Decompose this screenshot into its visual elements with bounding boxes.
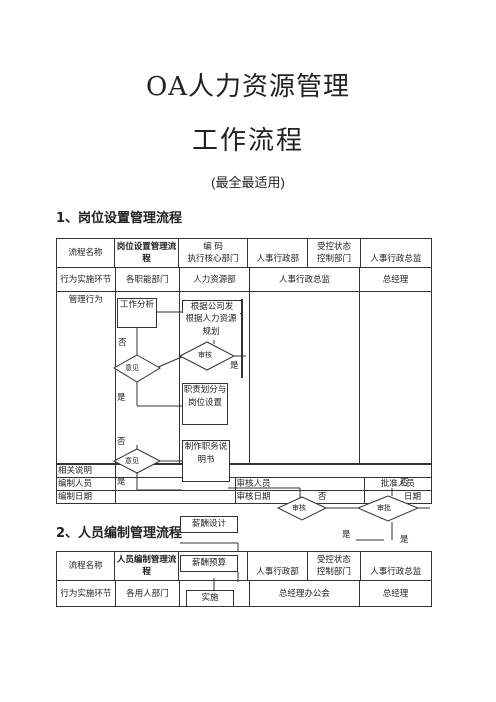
no2-label: 否 <box>117 437 126 447</box>
yes3-label: 是 <box>117 477 126 487</box>
code-label: 编 码 <box>203 242 223 252</box>
s2-lane-1: 总经理办公会 <box>248 580 360 607</box>
s2-flow-name-label: 流程名称 <box>55 551 116 581</box>
control-status-label: 受控状态 <box>316 242 351 252</box>
behavior-label: 管理行为 <box>56 291 116 464</box>
review-diamond <box>178 341 236 371</box>
doc-title-line1: OA人力资源管理 <box>145 72 351 102</box>
make-job-desc-box: 制作职务说明书 <box>182 440 230 482</box>
s2-control-cell: 受控状态 控制部门 <box>307 551 361 581</box>
s2-hr-admin-cell: 人事行政部 <box>246 551 309 581</box>
lane-3: 总经理 <box>359 267 432 292</box>
s2-lane-2: 总经理 <box>358 580 433 607</box>
s2-hr-director: 人事行政总监 <box>370 567 422 577</box>
review-label: 审核 <box>198 351 212 359</box>
hr-director: 人事行政总监 <box>370 254 422 264</box>
section1-heading: 1、岗位设置管理流程 <box>56 211 183 226</box>
s2-hr-director-cell: 人事行政总监 <box>359 551 433 581</box>
section2-heading: 2、人员编制管理流程 <box>56 526 183 541</box>
control-dept: 控制部门 <box>316 254 351 264</box>
exec-core-dept: 执行核心部门 <box>187 254 239 264</box>
salary-budget-box: 薪酬预算 <box>180 555 238 572</box>
yes4-label: 是 <box>342 530 351 540</box>
s2-lane-0: 各用人部门 <box>114 580 181 607</box>
yes5-label: 是 <box>400 535 409 545</box>
s2-hr-admin-dept: 人事行政部 <box>256 567 299 577</box>
no4-label: 否 <box>400 478 409 488</box>
audit-diamond <box>276 496 328 521</box>
s2-control-status: 受控状态 <box>316 555 351 565</box>
approve-label: 审批 <box>377 504 391 512</box>
date-label: 编制日期 <box>55 490 117 504</box>
per-company-box: 根据公司发 <box>182 300 241 314</box>
section2-lanes-table: 行为实施环节 各用人部门 总经理办公会 总经理 <box>56 580 433 607</box>
approve-diamond <box>356 495 420 522</box>
audit-label: 审核 <box>292 504 306 512</box>
doc-title-line2: 工作流程 <box>191 126 304 156</box>
hr-director-cell: 人事行政总监 <box>359 238 433 268</box>
implement-box: 实施 <box>186 590 234 607</box>
work-analysis-box: 工作分析 <box>117 298 157 328</box>
section1-lanes-table: 行为实施环节 各职能部门 人力资源部 人事行政总监 总经理 管理行为 <box>56 267 432 464</box>
opinion2-label: 意见 <box>125 457 139 465</box>
per-hr-plan-text: 根据人力资源规划 <box>182 313 240 339</box>
section2-header-table: 流程名称 人员编制管理流程 人事行政部 受控状态 控制部门 人事行政总监 <box>55 551 433 581</box>
lane-0: 各职能部门 <box>114 267 180 292</box>
opinion2-diamond <box>112 448 162 474</box>
duty-division-box: 职责划分与岗位设置 <box>182 383 228 425</box>
s2-lanes-label: 行为实施环节 <box>56 580 116 607</box>
no3-label: 否 <box>318 492 327 502</box>
no1-label: 否 <box>118 338 127 348</box>
lane-1: 人力资源部 <box>178 267 251 292</box>
doc-subtitle: (最全最适用) <box>211 175 285 190</box>
section1-header-table: 流程名称 岗位设置管理流程 编 码 执行核心部门 人事行政部 受控状态 控制部门… <box>55 238 433 268</box>
salary-design-box: 薪酬设计 <box>180 516 238 533</box>
s2-control-dept: 控制部门 <box>316 567 351 577</box>
code-label-cell: 编 码 执行核心部门 <box>177 238 249 268</box>
control-cell: 受控状态 控制部门 <box>307 238 361 268</box>
opinion1-label: 意见 <box>125 364 139 372</box>
lane-2: 人事行政总监 <box>248 267 361 292</box>
s2-flow-name-value: 人员编制管理流程 <box>114 551 179 581</box>
hr-admin-dept: 人事行政部 <box>256 254 299 264</box>
yes2-label: 是 <box>117 393 126 403</box>
yes1-label: 是 <box>230 361 239 371</box>
opinion1-diamond <box>113 354 161 383</box>
